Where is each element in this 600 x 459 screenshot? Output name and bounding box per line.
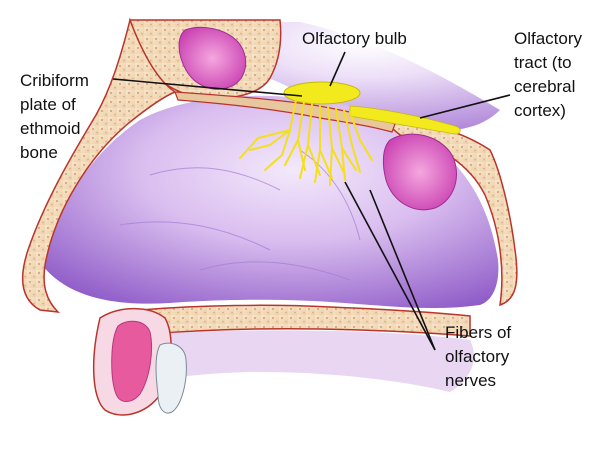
- sphenoid-bone: [377, 117, 518, 307]
- frontal-sinus: [178, 26, 247, 90]
- mucosa-lines: [119, 149, 361, 281]
- cribriform-plate: [174, 91, 396, 133]
- olfactory-tract: [349, 105, 461, 135]
- leader-olfactory-bulb: [329, 51, 346, 87]
- olfactory-nerve-fibers: [239, 99, 373, 186]
- nasal-bridge: [21, 17, 177, 313]
- label-olfactory-bulb: Olfactory bulb: [302, 29, 407, 48]
- label-olfactory-nerve-fibers: Fibers of olfactory nerves: [445, 323, 516, 390]
- leader-lines: [112, 51, 511, 351]
- incisor-tooth: [155, 342, 187, 414]
- olfactory-bulb: [283, 81, 361, 105]
- leader-nerve-fibers-a: [344, 181, 436, 351]
- label-cribriform-plate: Cribiform plate of ethmoid bone: [20, 71, 94, 162]
- lip-cartilage: [111, 320, 153, 402]
- oral-mucosa: [150, 330, 474, 392]
- sphenoid-sinus: [382, 133, 457, 211]
- leader-nerve-fibers-b: [369, 189, 436, 351]
- label-olfactory-tract: Olfactory tract (to cerebral cortex): [514, 29, 587, 120]
- leader-olfactory-tract: [419, 94, 511, 119]
- leader-cribriform-plate: [112, 78, 303, 97]
- hard-palate: [138, 304, 471, 337]
